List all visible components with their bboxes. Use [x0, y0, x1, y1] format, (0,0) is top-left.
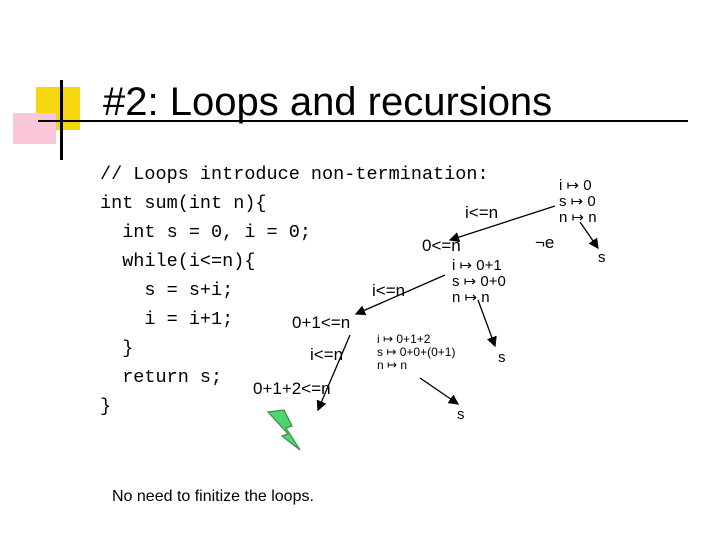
state-box-iter1: i ↦ 0+1 s ↦ 0+0 n ↦ n [452, 258, 506, 306]
code-line-while: while(i<=n){ [100, 251, 256, 272]
slide-caption: No need to finitize the loops. [112, 488, 314, 505]
decor-pink-rectangle [13, 113, 56, 144]
state-iter1-n: n ↦ n [452, 289, 490, 306]
state-box-iter2: i ↦ 0+1+2 s ↦ 0+0+(0+1) n ↦ n [377, 333, 455, 372]
state-initial-s: s ↦ 0 [559, 193, 596, 210]
edge-low-to-left [316, 334, 351, 412]
code-line-close-func: } [100, 396, 112, 417]
lightning-icon [266, 409, 301, 451]
state-iter1-s: s ↦ 0+0 [452, 273, 506, 290]
label-cond-top: i<=n [465, 203, 499, 222]
edge-top-to-right [579, 221, 599, 250]
code-line-sum-update: s = s+i; [100, 280, 234, 301]
code-line-return: return s; [100, 367, 223, 388]
edge-low-to-right [419, 377, 460, 405]
label-cond-low: i<=n [310, 345, 344, 364]
code-line-comment: // Loops introduce non-termination: [100, 164, 489, 185]
code-line-signature: int sum(int n){ [100, 193, 267, 214]
state-iter2-i: i ↦ 0+1+2 [377, 332, 431, 346]
state-iter2-s: s ↦ 0+0+(0+1) [377, 345, 456, 359]
edge-mid-to-left [354, 274, 446, 316]
state-initial-n: n ↦ n [559, 209, 597, 226]
state-box-initial: i ↦ 0 s ↦ 0 n ↦ n [559, 178, 597, 226]
code-line-increment: i = i+1; [100, 309, 234, 330]
title-underline [38, 120, 688, 122]
label-s-mid: s [498, 349, 506, 366]
state-initial-i: i ↦ 0 [559, 177, 592, 194]
slide-title: #2: Loops and recursions [103, 80, 553, 124]
label-cond-mid: i<=n [372, 281, 406, 300]
code-line-init: int s = 0, i = 0; [100, 222, 311, 243]
label-s-bottom: s [457, 406, 465, 423]
code-line-close-while: } [100, 338, 134, 359]
state-iter1-i: i ↦ 0+1 [452, 257, 502, 274]
state-iter2-n: n ↦ n [377, 358, 408, 372]
edge-top-to-left [448, 205, 556, 243]
label-cond-zero-one-two: 0+1+2<=n [253, 379, 331, 398]
label-cond-zero-plus-one: 0+1<=n [292, 313, 351, 332]
label-negation-e: ¬e [535, 233, 555, 252]
label-s-top: s [598, 249, 606, 266]
edge-mid-to-right [477, 299, 497, 348]
label-cond-zero: 0<=n [422, 236, 461, 255]
